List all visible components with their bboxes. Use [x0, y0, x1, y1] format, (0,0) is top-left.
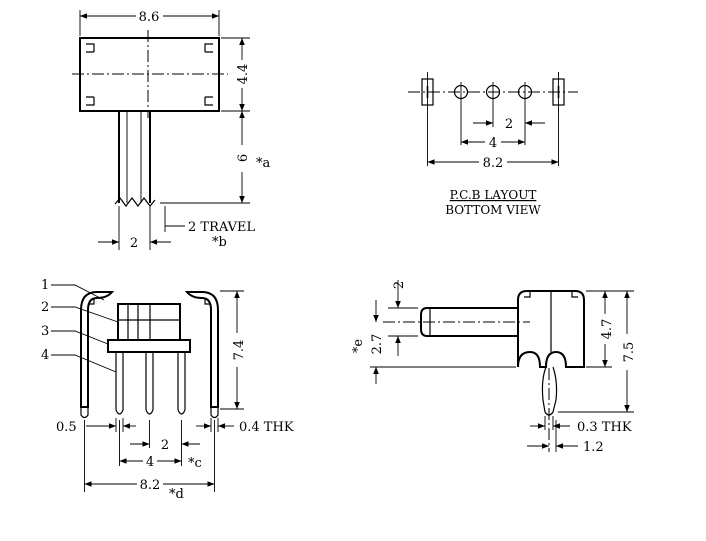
pin-tip: [177, 409, 186, 415]
pin-span-dim: 4: [146, 455, 154, 470]
side-notch: [571, 291, 578, 298]
frame-leg: [80, 407, 89, 419]
pin: [115, 352, 124, 410]
lever-outline: [118, 111, 151, 203]
pin-span-note: *c: [188, 456, 202, 471]
side-notch: [524, 291, 531, 298]
pcb-outer-span-dim: 8.2: [483, 156, 504, 171]
callout-leader: [51, 354, 117, 373]
front-view: 1 2 3 4 7.4 0.5 0.4 THK 2 4: [41, 278, 294, 502]
pcb-title-line1: P.C.B LAYOUT: [450, 188, 537, 202]
side-body: [517, 290, 585, 368]
callout-leader: [51, 330, 109, 345]
top-width-dim: 8.6: [139, 10, 160, 25]
front-thickness-label: 0.4 THK: [239, 420, 294, 435]
pin-pitch-dim: 2: [161, 438, 169, 453]
callout-leader: [51, 284, 105, 301]
base-plate: [107, 339, 191, 353]
frame-notch: [88, 298, 95, 305]
lever-length-dim: 6: [236, 154, 251, 162]
overall-width-dim: 8.2: [140, 478, 161, 493]
pin: [177, 352, 186, 410]
overall-width-note: *d: [169, 487, 184, 502]
frame-right: [184, 291, 219, 408]
frame-left: [80, 291, 115, 408]
callout-leader: [51, 306, 119, 323]
frame-notch: [204, 298, 211, 305]
side-lever-height-dim: 2: [392, 281, 407, 289]
pcb-pitch-dim: 2: [505, 117, 513, 132]
pin: [145, 352, 154, 410]
corner-notch: [86, 43, 95, 53]
lever-width-dim: 2: [130, 236, 138, 251]
travel-note: *b: [212, 235, 227, 250]
side-offset-note: *e: [351, 339, 366, 354]
pcb-inner-span-dim: 4: [489, 136, 497, 151]
front-height-dim: 7.4: [232, 340, 247, 361]
callout-2: 2: [41, 300, 49, 315]
callout-3: 3: [41, 324, 49, 339]
side-offset-dim: 2.7: [370, 334, 385, 355]
pin-tip: [115, 409, 124, 415]
corner-notch: [86, 96, 95, 106]
corner-notch: [204, 96, 213, 106]
pin-tip: [145, 409, 154, 415]
slider-body: [117, 303, 181, 341]
corner-notch: [204, 43, 213, 53]
side-thickness-label: 0.3 THK: [577, 420, 632, 435]
lever-length-note: *a: [256, 156, 271, 171]
side-overall-height-dim: 7.5: [622, 342, 637, 363]
side-body-height-dim: 4.7: [600, 319, 615, 340]
frame-leg: [210, 407, 219, 419]
pcb-title-line2: BOTTOM VIEW: [445, 203, 541, 217]
callout-1: 1: [41, 278, 49, 293]
side-lever: [420, 307, 518, 337]
lever-break: [114, 197, 156, 207]
travel-label: 2 TRAVEL: [188, 220, 255, 235]
side-view: 2 2.7 *e 4.7 7.5 0.3 THK 1.2: [351, 280, 637, 455]
top-height-dim: 4.4: [236, 64, 251, 85]
callout-4: 4: [41, 348, 49, 363]
top-view: 8.6 4.4 6 *a 2 TRAVEL *b 2: [72, 10, 271, 251]
pcb-layout: 2 4 8.2 P.C.B LAYOUT BOTTOM VIEW: [408, 72, 578, 217]
side-lead-offset-dim: 1.2: [583, 440, 604, 455]
pin-width-dim: 0.5: [56, 420, 77, 435]
